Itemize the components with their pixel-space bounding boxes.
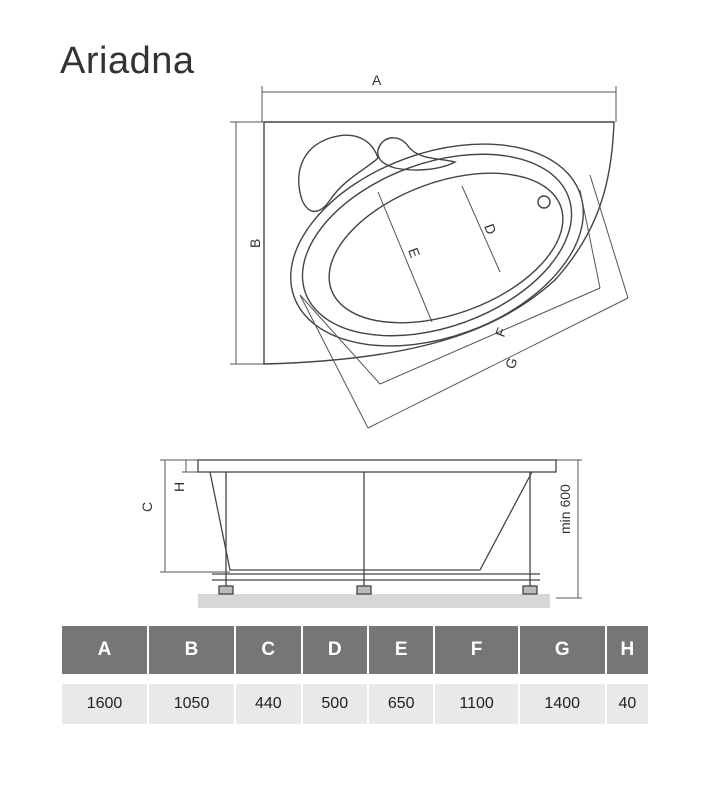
value-h: 40 bbox=[606, 674, 648, 724]
header-c: C bbox=[236, 626, 303, 674]
plan-view bbox=[263, 121, 615, 365]
product-title: Ariadna bbox=[60, 40, 195, 82]
value-c: 440 bbox=[236, 674, 303, 724]
floor bbox=[198, 594, 550, 608]
label-g: G bbox=[502, 355, 521, 371]
dimension-min600 bbox=[556, 459, 582, 599]
value-e: 650 bbox=[368, 674, 436, 724]
dimension-b bbox=[230, 121, 264, 365]
header-b: B bbox=[149, 626, 237, 674]
drain-icon bbox=[537, 195, 551, 209]
header-d: D bbox=[302, 626, 369, 674]
dimension-d-e bbox=[377, 185, 501, 323]
value-f: 1100 bbox=[435, 674, 520, 724]
side-shell bbox=[209, 471, 533, 571]
dimension-h bbox=[182, 459, 198, 473]
label-f: F bbox=[492, 326, 510, 340]
label-e: E bbox=[405, 246, 423, 260]
bath-rim-inner bbox=[301, 153, 573, 337]
side-rim bbox=[197, 459, 557, 473]
header-f: F bbox=[435, 626, 520, 674]
headrest-left bbox=[298, 134, 379, 212]
label-min600: min 600 bbox=[557, 484, 573, 534]
technical-drawing: A B D E F G bbox=[139, 72, 629, 608]
dimension-a bbox=[261, 86, 617, 122]
table-row: 1600 1050 440 500 650 1100 1400 40 bbox=[62, 674, 648, 724]
table-header-row: A B C D E F G H bbox=[62, 626, 648, 674]
label-a: A bbox=[372, 72, 382, 88]
bath-basin bbox=[328, 172, 564, 324]
value-g: 1400 bbox=[519, 674, 607, 724]
header-e: E bbox=[368, 626, 436, 674]
value-d: 500 bbox=[302, 674, 369, 724]
dimension-f-g bbox=[299, 174, 629, 429]
label-d: D bbox=[481, 222, 499, 237]
bath-rim bbox=[290, 143, 584, 347]
side-view bbox=[197, 459, 557, 608]
label-h: H bbox=[171, 482, 187, 492]
dimensions-table: A B C D E F G H 1600 1050 440 500 650 11… bbox=[62, 626, 648, 724]
value-a: 1600 bbox=[62, 674, 150, 724]
label-c: C bbox=[139, 502, 155, 512]
headrest-right bbox=[377, 137, 457, 171]
header-h: H bbox=[606, 626, 648, 674]
label-b: B bbox=[247, 239, 263, 248]
header-a: A bbox=[62, 626, 150, 674]
header-g: G bbox=[519, 626, 607, 674]
plan-outline bbox=[263, 121, 615, 365]
value-b: 1050 bbox=[149, 674, 237, 724]
